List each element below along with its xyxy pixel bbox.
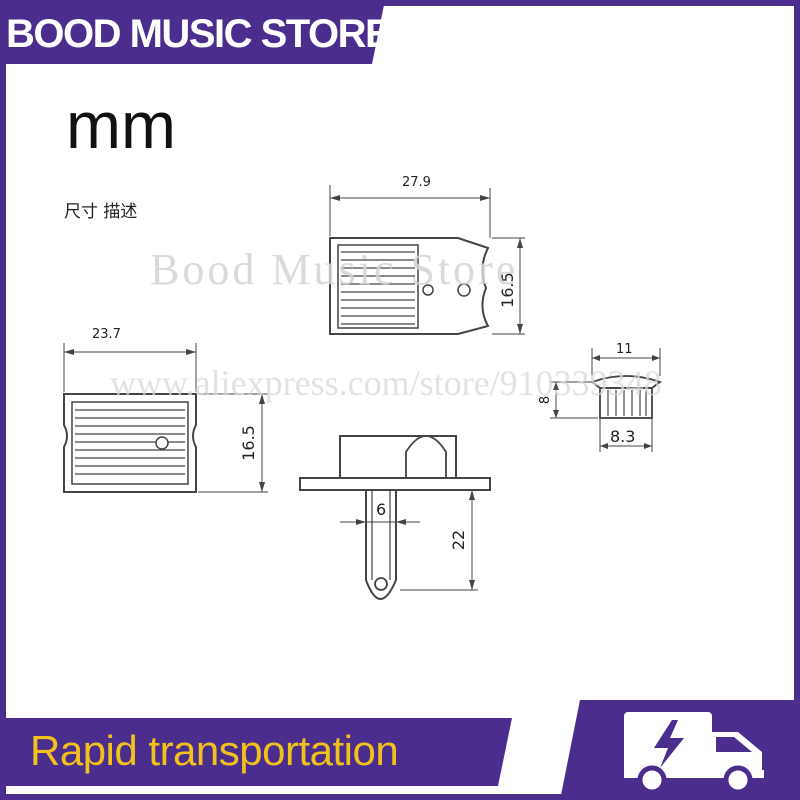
dim-top-plate-height: 16.5	[498, 272, 517, 308]
dim-cap-height: 8	[538, 396, 553, 404]
lightning-bolt-icon	[654, 720, 684, 768]
header-tab	[0, 0, 385, 64]
unit-label: mm	[66, 88, 176, 162]
cap-drawing	[550, 348, 662, 452]
description-label: 尺寸 描述	[64, 202, 138, 222]
dim-cap-top-width: 11	[616, 342, 633, 357]
dim-top-plate-width: 27.9	[402, 175, 431, 190]
watermark-store: Bood Music Store	[150, 245, 519, 294]
front-plate-drawing	[63, 343, 268, 493]
dim-cap-bottom-width: 8.3	[610, 427, 635, 446]
dim-pin-width: 6	[376, 500, 386, 519]
delivery-truck-icon	[624, 712, 764, 795]
footer-banner	[0, 718, 512, 786]
top-plate-drawing	[329, 185, 525, 335]
side-profile-drawing	[299, 435, 491, 600]
dim-front-plate-width: 23.7	[92, 327, 121, 342]
footer-slogan: Rapid transportation	[30, 727, 399, 774]
dim-pin-length: 22	[449, 530, 468, 550]
watermark-url: www.aliexpress.com/store/910339348	[110, 363, 662, 403]
dim-front-plate-height: 16.5	[239, 425, 258, 461]
store-name: BOOD MUSIC STORE	[6, 12, 392, 56]
